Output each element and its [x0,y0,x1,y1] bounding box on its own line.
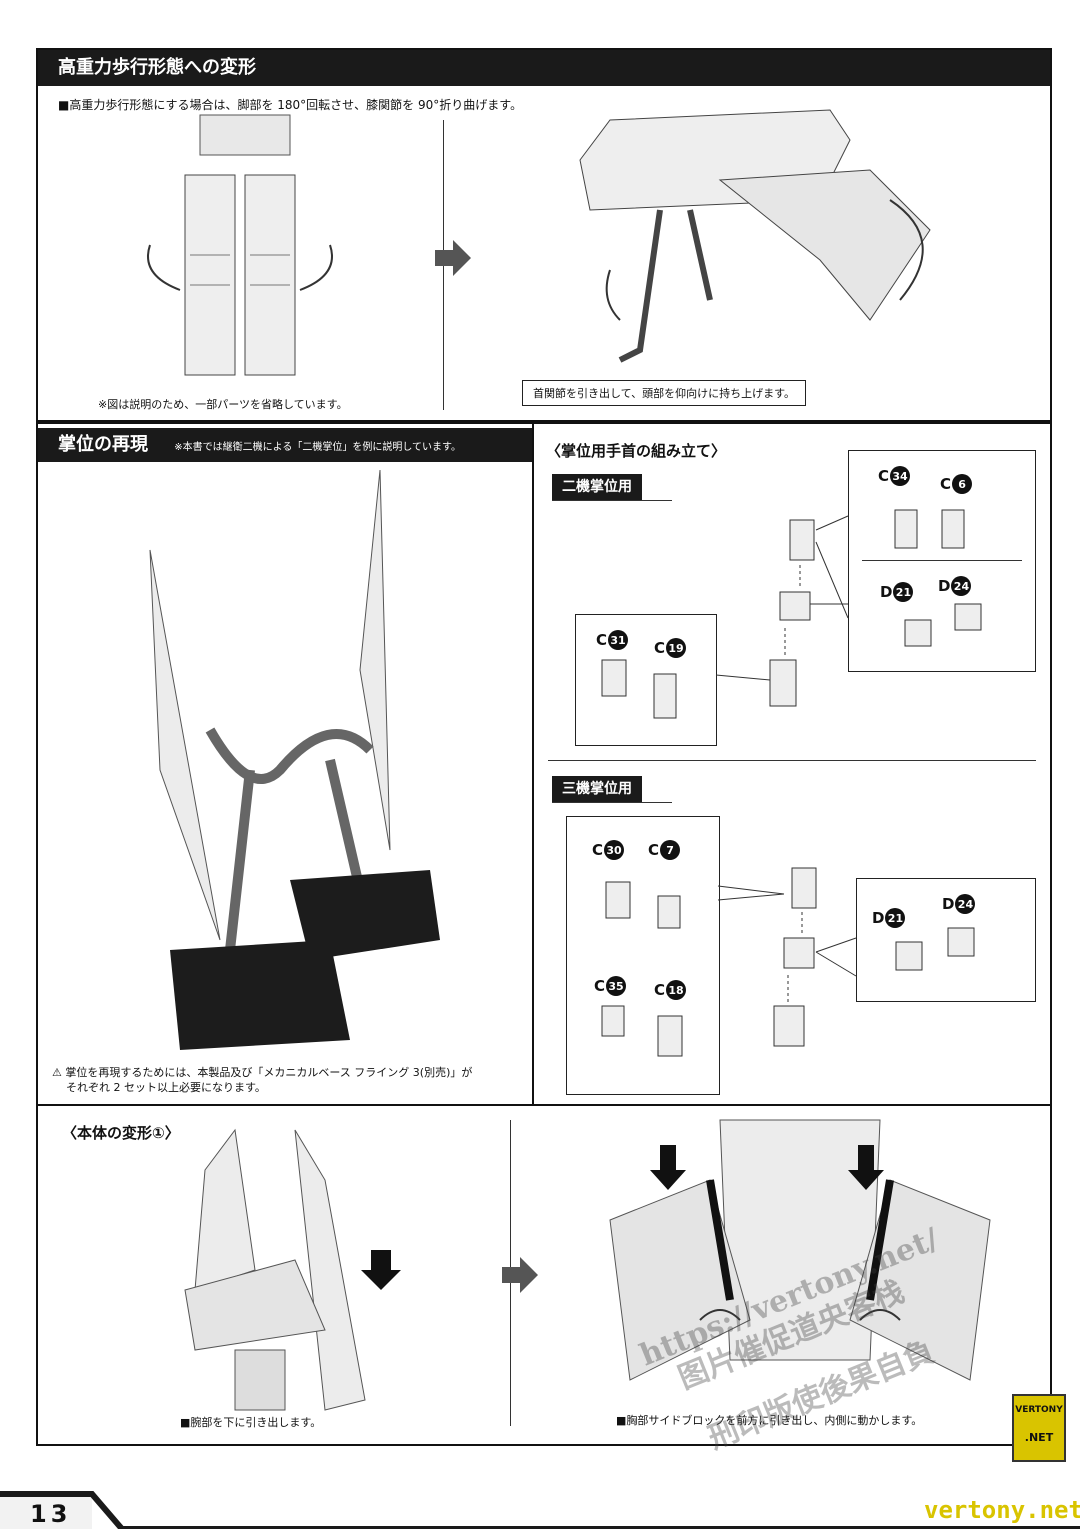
arrow-right-icon [435,240,471,276]
section-header-handshake: 掌位の再現 ※本書では継衛二機による「二機掌位」を例に説明しています。 [38,428,532,462]
warning-icon: ⚠ [52,1066,66,1079]
arm-pull-illustration [184,1128,401,1411]
section-frame-top [36,48,1052,422]
caution-line2: それぞれ 2 セット以上必要になります。 [66,1081,266,1094]
wrist-parts-diagram-2 [601,867,975,1057]
parts-box-c35-c18 [566,952,720,1095]
box-divider [862,560,1022,561]
caption-right: ■胸部サイドブロックを前方に引き出し、内側に動かします。 [616,1414,923,1427]
parts-box-c31-c19 [575,614,717,746]
walking-form-illustration [579,109,931,363]
legs-illustration [147,114,333,376]
footer-watermark: vertony.net [924,1496,1080,1524]
section-frame-middle-left [36,422,534,1106]
section-frame-bottom [36,1106,1052,1446]
parts-box-c34-c6 [848,450,1036,672]
handshake-illustration [149,469,440,1050]
page-number: 13 [30,1500,72,1528]
footer-band [0,1491,1080,1529]
section-header-transform: 高重力歩行形態への変形 [38,50,1050,86]
page-number-band [0,1494,92,1529]
arrow-right-icon [502,1257,538,1293]
body-transform-title: 〈本体の変形①〉 [62,1124,180,1142]
group-divider [548,760,1036,761]
neck-callout: 首関節を引き出して、頭部を仰向けに持ち上げます。 [522,380,807,406]
badge-bottom: .NET [1024,1431,1054,1444]
caution-line1: ⚠ 掌位を再現するためには、本製品及び「メカニカルベース フライング 3(別売)… [52,1066,473,1079]
tag-underline [552,802,672,803]
wrist-parts-diagram-1 [601,509,982,719]
tag-three-unit: 三機掌位用 [552,776,642,802]
wrist-assembly-title: 〈掌位用手首の組み立て〉 [546,442,727,460]
section-subnote: ※本書では継衛二機による「二機掌位」を例に説明しています。 [174,442,462,453]
vertony-badge: VERTONY .NET [1012,1394,1066,1462]
footnote: ※図は説明のため、一部パーツを省略しています。 [98,398,348,411]
chest-block-illustration [609,1119,991,1381]
parts-box-d21-d24 [856,878,1036,1002]
section-title: 掌位の再現 [58,434,148,455]
tag-underline [552,500,672,501]
instruction-text: ■高重力歩行形態にする場合は、脚部を 180°回転させ、膝関節を 90°折り曲げ… [58,98,523,112]
section-frame-middle-right [534,422,1052,1106]
parts-box-c30-c7 [566,816,720,954]
tag-two-unit: 二機掌位用 [552,474,642,500]
section-title: 高重力歩行形態への変形 [58,57,256,78]
caption-left: ■腕部を下に引き出します。 [180,1416,322,1429]
badge-top: VERTONY [1015,1405,1063,1415]
